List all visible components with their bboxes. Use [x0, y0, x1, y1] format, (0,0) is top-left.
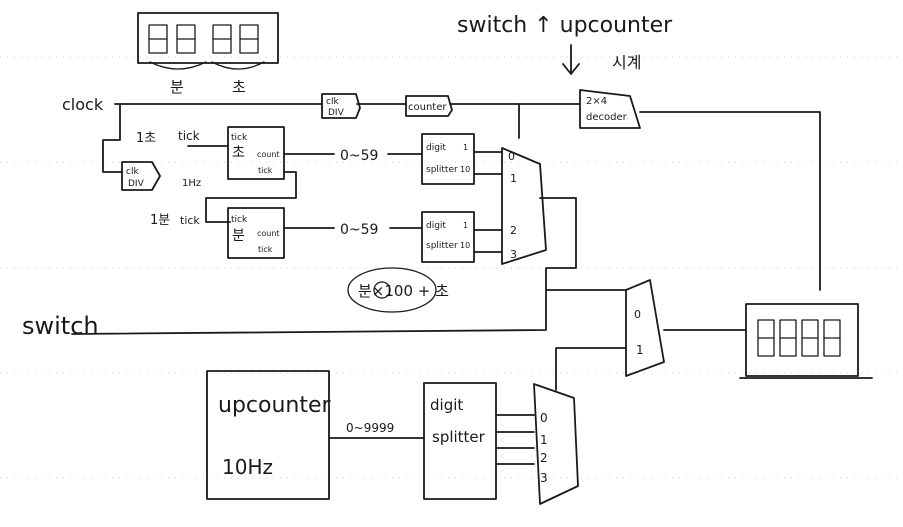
svg-text:0: 0 [540, 411, 548, 425]
tick-sec-label: tick [178, 129, 200, 143]
top-note-2: 시계 [612, 53, 641, 72]
svg-text:count: count [257, 150, 280, 159]
svg-text:3: 3 [540, 471, 548, 485]
tick-min-label: tick [180, 214, 200, 227]
clk-div-left: clk DIV [121, 161, 161, 191]
svg-text:tick: tick [258, 166, 273, 175]
top-note: switch ↑ upcounter [457, 13, 673, 38]
svg-text:0: 0 [634, 308, 641, 321]
svg-text:DIV: DIV [128, 179, 145, 189]
svg-text:1: 1 [540, 433, 548, 447]
clock-mux: 0 1 2 3 [501, 147, 547, 265]
digit-splitter-3: digit splitter [423, 382, 497, 500]
svg-text:10Hz: 10Hz [222, 455, 273, 479]
range-sec: 0~59 [340, 148, 378, 164]
display-sec-label: 초 [232, 78, 246, 96]
down-arrow [562, 44, 580, 75]
one-min-label: 1분 [150, 213, 170, 228]
svg-text:1: 1 [463, 143, 468, 152]
clk-div-top: clk DIV [321, 93, 361, 119]
formula-note: 분×100 + 초 [347, 267, 449, 313]
svg-text:1: 1 [510, 172, 517, 185]
upcounter-mux: 0 1 2 3 [533, 383, 579, 505]
range-min: 0~59 [340, 222, 378, 238]
digit-splitter-2: digit splitter 1 10 [421, 211, 475, 263]
svg-text:splitter: splitter [432, 428, 486, 446]
svg-text:10: 10 [460, 165, 470, 174]
svg-text:clk: clk [326, 97, 339, 107]
svg-text:splitter: splitter [426, 241, 458, 251]
svg-text:digit: digit [426, 221, 446, 231]
svg-text:digit: digit [430, 396, 463, 414]
sec-to-min-tick [205, 171, 297, 223]
seconds-counter: tick 초 count tick [227, 126, 285, 180]
display-min-label: 분 [170, 78, 184, 96]
svg-text:초: 초 [232, 145, 245, 161]
svg-text:1: 1 [636, 343, 644, 357]
select-mux: 0 1 [625, 279, 665, 377]
upcounter-block: upcounter 10Hz [206, 370, 332, 500]
svg-text:분×100 + 초: 분×100 + 초 [358, 282, 449, 300]
switch-label: switch [22, 312, 99, 340]
svg-text:splitter: splitter [426, 165, 458, 175]
svg-text:decoder: decoder [586, 112, 628, 123]
svg-text:tick: tick [231, 133, 248, 143]
svg-text:counter: counter [408, 102, 447, 113]
svg-text:1: 1 [463, 221, 468, 230]
svg-text:3: 3 [510, 248, 517, 261]
clock-line [102, 103, 581, 173]
svg-text:0: 0 [508, 150, 515, 163]
clock-mux-output [71, 197, 577, 335]
seven-segment-display-right [739, 303, 873, 379]
svg-text:digit: digit [426, 143, 446, 153]
counter-block: counter [405, 95, 453, 117]
svg-text:2×4: 2×4 [586, 96, 607, 107]
one-sec-label: 1초 [136, 131, 156, 146]
svg-text:10: 10 [460, 241, 470, 250]
svg-text:upcounter: upcounter [218, 393, 332, 418]
svg-text:tick: tick [231, 215, 248, 225]
range-up: 0~9999 [346, 421, 394, 435]
svg-text:clk: clk [126, 167, 139, 177]
svg-text:DIV: DIV [328, 108, 345, 118]
ruled-lines [0, 56, 903, 479]
digit-splitter-1: digit splitter 1 10 [421, 133, 475, 185]
svg-text:2: 2 [510, 224, 517, 237]
svg-text:2: 2 [540, 451, 548, 465]
svg-text:분: 분 [232, 228, 245, 244]
minutes-counter: tick 분 count tick [227, 207, 285, 259]
seven-segment-display-top [137, 12, 279, 70]
svg-text:tick: tick [258, 245, 273, 254]
decoder-2x4: 2×4 decoder [579, 89, 821, 291]
one-hz-label: 1Hz [182, 178, 201, 189]
svg-text:count: count [257, 229, 280, 238]
clock-label: clock [62, 95, 104, 114]
